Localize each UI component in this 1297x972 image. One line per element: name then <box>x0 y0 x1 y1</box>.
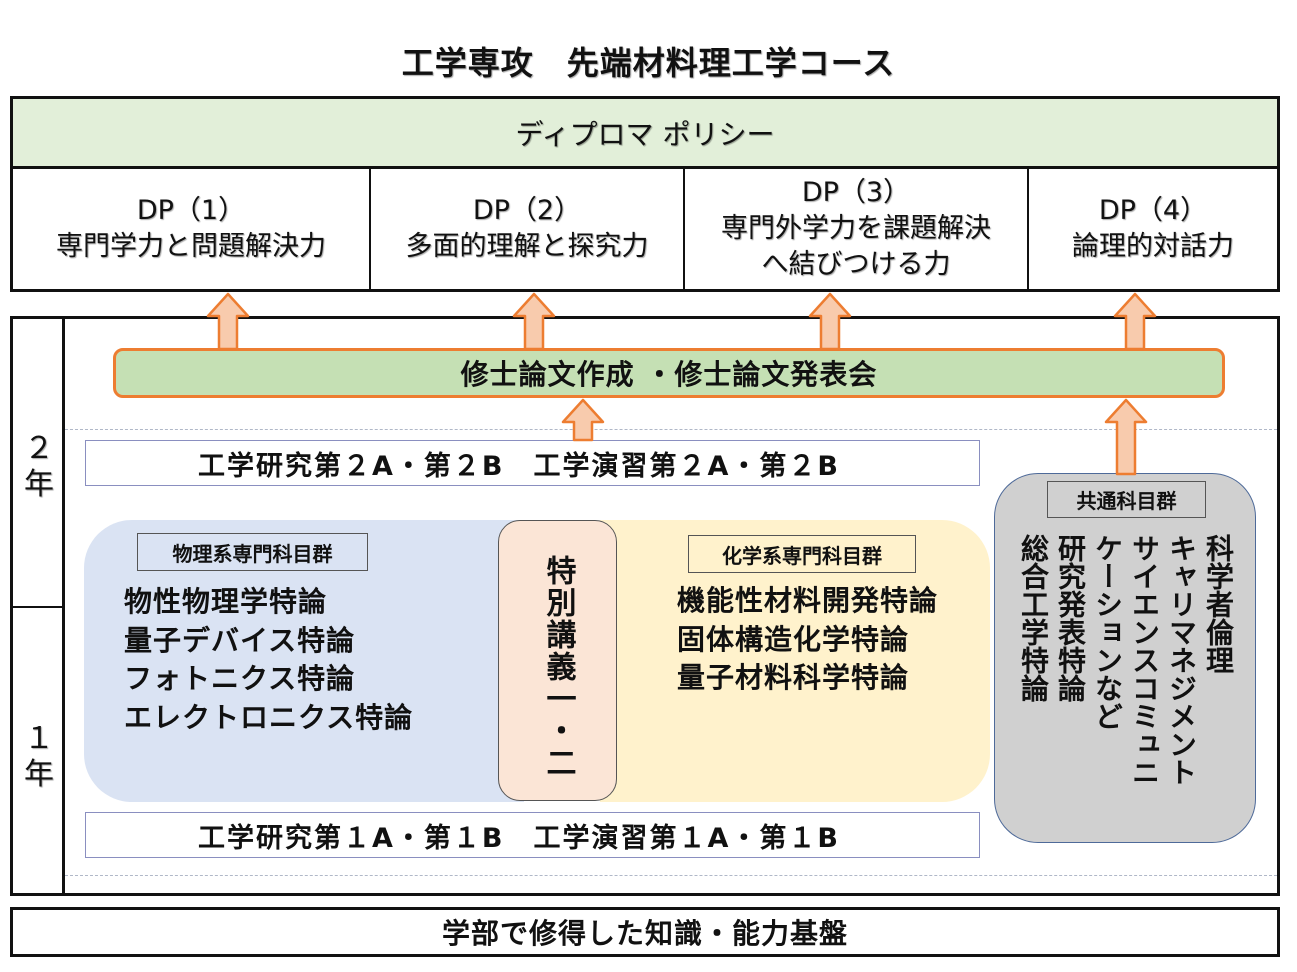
dp-code: DP（1） <box>136 195 246 226</box>
chemistry-group-box: 化学系専門科目群 機能性材料開発特論 固体構造化学特論 量子材料科学特論 <box>600 520 990 802</box>
course-item: フォトニクス特論 <box>124 662 356 695</box>
research-year2-box: 工学研究第２A・第２B 工学演習第２A・第２B <box>85 440 980 486</box>
common-group-label: 共通科目群 <box>1047 481 1206 518</box>
dp-description: 専門外学力を課題解決 <box>721 213 991 244</box>
physics-course-list: 物性物理学特論 量子デバイス特論 フォトニクス特論 エレクトロニクス特論 <box>124 583 413 737</box>
course-item: 量子デバイス特論 <box>124 623 356 657</box>
dp-code: DP（2） <box>472 195 582 226</box>
physics-group-label: 物理系専門科目群 <box>137 533 368 571</box>
dp-description: 多面的理解と探究力 <box>405 231 649 262</box>
course-item: 量子材料科学特論 <box>677 661 910 694</box>
course-item: 固体構造化学特論 <box>677 622 910 656</box>
course-item: ケーションなど <box>1091 534 1124 730</box>
course-item: 機能性材料開発特論 <box>677 584 939 617</box>
dp-code: DP（3） <box>801 177 911 208</box>
page-title: 工学専攻 先端材料理工学コース <box>401 44 896 82</box>
common-course-list: 科学者倫理 キャリマネジメント サイエンスコミュニ ケーションなど 研究発表特論… <box>1015 534 1237 834</box>
course-item: エレクトロニクス特論 <box>124 700 414 734</box>
dp-description: へ結びつける力 <box>761 249 951 280</box>
common-group-box: 共通科目群 科学者倫理 キャリマネジメント サイエンスコミュニ ケーションなど … <box>994 473 1256 843</box>
dp-cell-2: DP（2） 多面的理解と探究力 <box>371 169 685 289</box>
year-2-text: ２年 <box>24 431 54 502</box>
chemistry-course-list: 機能性材料開発特論 固体構造化学特論 量子材料科学特論 <box>677 582 938 698</box>
course-item: サイエンスコミュニ <box>1128 534 1161 786</box>
physics-group-box: 物理系専門科目群 物性物理学特論 量子デバイス特論 フォトニクス特論 エレクトロ… <box>84 520 524 802</box>
research-year1-box: 工学研究第１A・第１B 工学演習第１A・第１B <box>85 812 980 858</box>
course-item: 研究発表特論 <box>1054 534 1087 702</box>
year-column: ２年 １年 <box>13 319 65 893</box>
year-divider <box>13 606 65 608</box>
dp-cell-3: DP（3） 専門外学力を課題解決 へ結びつける力 <box>685 169 1029 289</box>
dp-description: 専門学力と問題解決力 <box>56 231 326 262</box>
dp-description: 論理的対話力 <box>1072 231 1234 262</box>
course-item: 物性物理学特論 <box>124 585 328 618</box>
year-1-dotted-line <box>65 875 1277 876</box>
course-item: キャリマネジメント <box>1165 534 1198 786</box>
year-2-dotted-line <box>65 429 1277 430</box>
year-1-label: １年 <box>13 721 65 801</box>
dp-cell-1: DP（1） 専門学力と問題解決力 <box>13 169 371 289</box>
year-2-label: ２年 <box>13 431 65 511</box>
foundation-box: 学部で修得した知識・能力基盤 <box>10 907 1280 957</box>
chemistry-group-label: 化学系専門科目群 <box>688 535 916 573</box>
course-item: 総合工学特論 <box>1017 534 1050 702</box>
diploma-policy-table: ディプロマ ポリシー DP（1） 専門学力と問題解決力 DP（2） 多面的理解と… <box>10 96 1280 292</box>
course-item: 科学者倫理 <box>1202 534 1235 674</box>
special-lecture-box: 特別講義一・二 <box>498 520 617 801</box>
year-1-text: １年 <box>24 721 54 792</box>
dp-cell-4: DP（4） 論理的対話力 <box>1029 169 1277 289</box>
thesis-bar: 修士論文作成 ・修士論文発表会 <box>113 348 1225 398</box>
special-lecture-text: 特別講義一・二 <box>540 555 576 779</box>
dp-code: DP（4） <box>1098 195 1208 226</box>
diploma-policy-header: ディプロマ ポリシー <box>13 99 1277 169</box>
